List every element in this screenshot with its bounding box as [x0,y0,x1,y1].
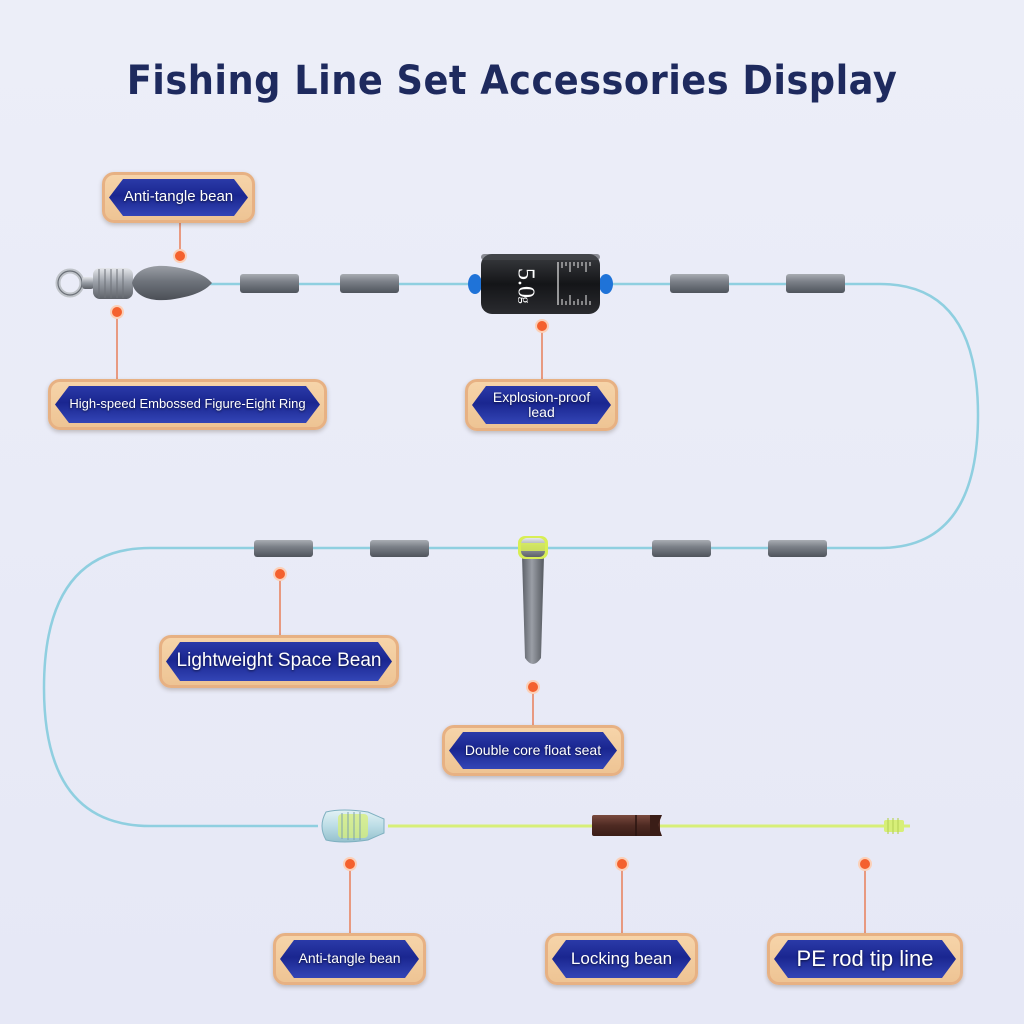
label-locking-bean: Locking bean [545,933,698,985]
float-seat-icon [518,536,548,664]
leader-dots [110,249,872,871]
label-figure-eight-ring: High-speed Embossed Figure-Eight Ring [48,379,327,430]
pe-tip-connector-icon [884,818,904,834]
label-explosion-proof-lead-text: Explosion-proof lead [472,386,611,424]
space-bean [786,274,845,293]
main-fishing-line [42,282,980,828]
label-float-seat-text: Double core float seat [449,732,617,769]
space-bean [768,540,827,557]
anti-tangle-bean-icon [321,809,385,843]
figure-eight-swivel-icon [55,265,212,301]
space-bean [670,274,729,293]
label-anti-tangle-bean-top: Anti-tangle bean [102,172,255,223]
space-bean [240,274,299,293]
label-explosion-proof-lead: Explosion-proof lead [465,379,618,431]
label-anti-tangle-bean-bottom-text: Anti-tangle bean [280,940,419,978]
label-locking-bean-text: Locking bean [552,940,691,978]
space-bean [370,540,429,557]
lead-weight-number: 5.0 [512,268,538,298]
space-bean [652,540,711,557]
label-space-bean: Lightweight Space Bean [159,635,399,688]
locking-bean-icon [592,815,662,836]
label-anti-tangle-bean-bottom: Anti-tangle bean [273,933,426,985]
label-anti-tangle-bean-top-text: Anti-tangle bean [109,179,248,216]
space-bean [340,274,399,293]
lead-weight-icon: 5.0 g [468,254,613,314]
page-title: Fishing Line Set Accessories Display [126,58,898,104]
label-float-seat: Double core float seat [442,725,624,776]
label-pe-tip-line: PE rod tip line [767,933,963,985]
leader-lines [116,220,866,934]
label-figure-eight-ring-text: High-speed Embossed Figure-Eight Ring [55,386,320,423]
label-pe-tip-line-text: PE rod tip line [774,940,956,978]
space-bean [254,540,313,557]
lead-weight-unit: g [517,297,532,304]
lead-scale-ticks [561,262,591,305]
label-space-bean-text: Lightweight Space Bean [166,642,392,681]
